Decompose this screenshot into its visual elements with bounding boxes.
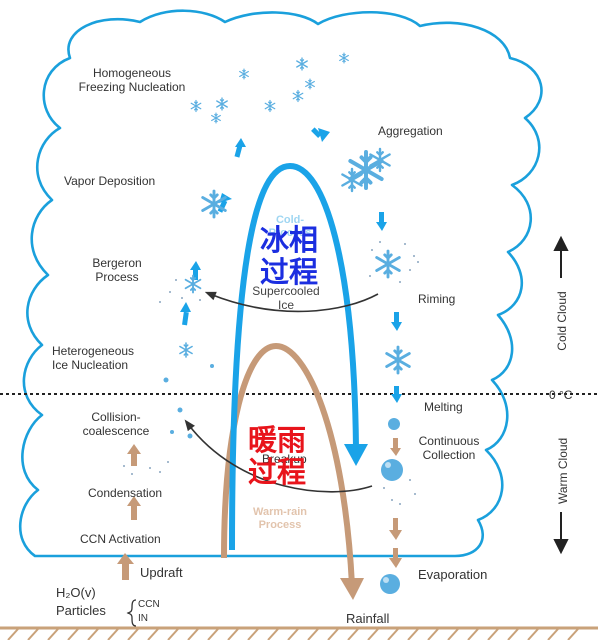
heterogeneous-label: Heterogeneous Ice Nucleation bbox=[52, 344, 135, 372]
evaporation-label: Evaporation bbox=[418, 567, 488, 582]
cold-cloud-axis-arrow bbox=[553, 235, 569, 278]
cold-process-arrowhead bbox=[344, 444, 368, 466]
vapor-deposition-label: Vapor Deposition bbox=[64, 174, 156, 188]
large-raindrop bbox=[381, 459, 403, 481]
warm-cloud-label: Warm Cloud bbox=[556, 437, 570, 504]
homogeneous-label: Homogeneous Freezing Nucleation bbox=[78, 66, 186, 94]
updraft-label: Updraft bbox=[140, 565, 183, 580]
cold-cloud-label: Cold Cloud bbox=[555, 291, 569, 351]
melting-label: Melting bbox=[424, 400, 463, 414]
bergeron-arrow bbox=[204, 291, 379, 313]
breakup-arrow bbox=[184, 419, 373, 493]
riming-label: Riming bbox=[418, 292, 456, 306]
continuous-label: Continuous Collection bbox=[418, 434, 480, 462]
evaporating-drop bbox=[380, 574, 400, 594]
supercooled-label: Supercooled Ice bbox=[252, 284, 320, 312]
aggregation-label: Aggregation bbox=[378, 124, 443, 138]
warm-process-cn-label: 暖雨 过程 bbox=[248, 423, 307, 489]
ccn-in-bracket bbox=[126, 599, 137, 627]
warm-process-en-label: Warm-rain Process bbox=[253, 506, 307, 531]
ccn-activation-label: CCN Activation bbox=[80, 532, 161, 546]
zero-degree-label: 0 °C bbox=[549, 388, 573, 402]
bergeron-label: Bergeron Process bbox=[92, 256, 142, 284]
particles-label: Particles bbox=[56, 603, 106, 618]
h2o-label: H₂O(v) bbox=[56, 585, 96, 600]
warm-cloud-axis-arrow bbox=[553, 512, 569, 555]
breakup-label: Breakup bbox=[262, 452, 307, 466]
condensation-label: Condensation bbox=[88, 486, 163, 500]
collision-label: Collision- coalescence bbox=[82, 410, 150, 438]
in-label: IN bbox=[138, 613, 148, 624]
cold-process-cn-label: 冰相 过程 bbox=[260, 223, 319, 289]
warm-rain-arrowhead bbox=[340, 578, 364, 600]
cold-process-en-label: Cold- Process bbox=[268, 214, 312, 239]
ccn-label: CCN bbox=[138, 599, 160, 610]
cold-process-arch bbox=[229, 162, 359, 551]
rainfall-label: Rainfall bbox=[346, 611, 390, 626]
cloud-outline bbox=[19, 9, 543, 558]
